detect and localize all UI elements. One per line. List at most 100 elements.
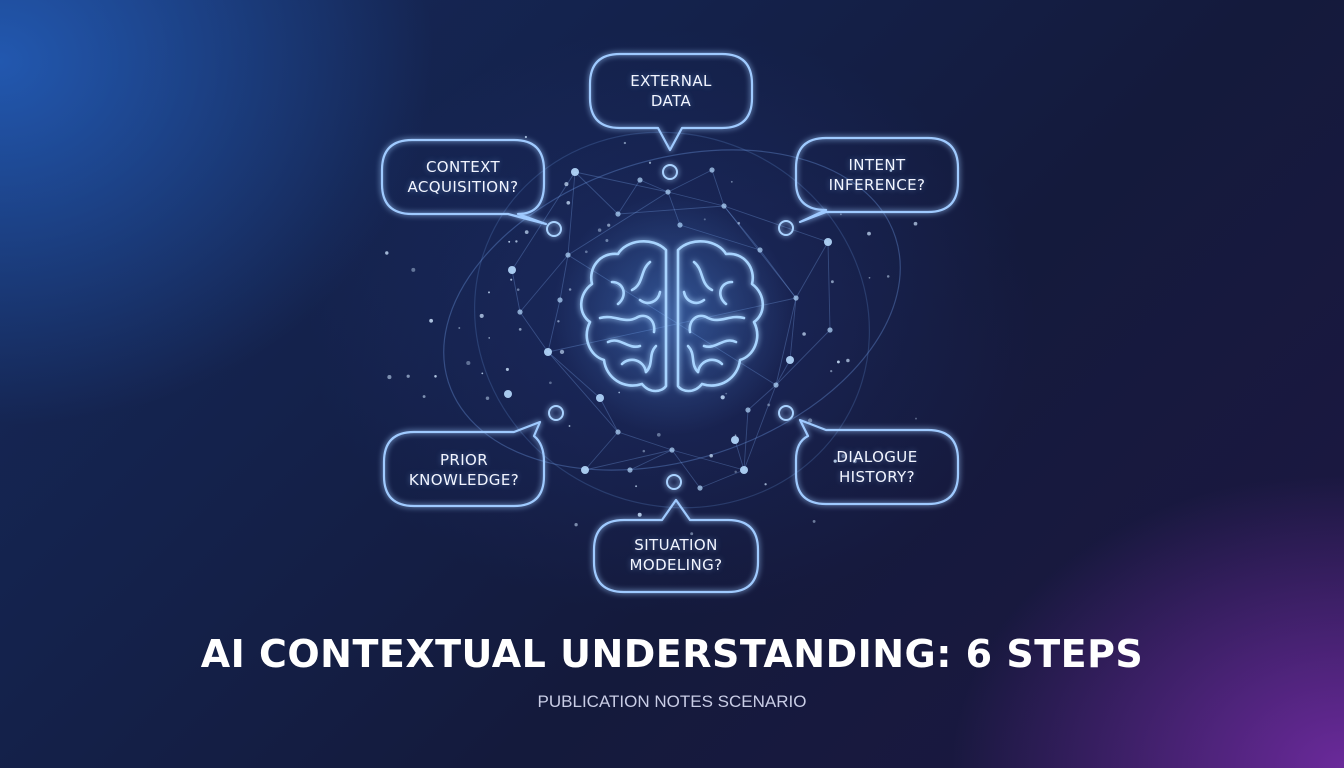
particle-dot — [807, 418, 813, 423]
particle-dot — [852, 459, 857, 464]
network-node — [773, 382, 779, 388]
network-link — [671, 449, 745, 471]
bubble-dialogue-history — [794, 418, 960, 506]
bubble-external-data — [588, 52, 754, 152]
network-link — [584, 431, 619, 471]
particle-dot — [434, 375, 437, 378]
particle-dot — [411, 267, 416, 272]
particle-dot — [734, 470, 737, 474]
particle-dot — [385, 251, 389, 255]
particle-dot — [516, 288, 520, 291]
network-node — [627, 467, 633, 473]
particle-dot — [505, 367, 509, 371]
particle-dot — [915, 417, 917, 420]
network-node — [544, 348, 552, 356]
particle-dot — [406, 374, 410, 378]
bubble-context-acquisition-line1: CONTEXT — [425, 158, 501, 176]
bubble-context-acquisition-label: CONTEXT ACQUISITION? — [383, 157, 543, 197]
particle-dot — [734, 434, 737, 437]
bubble-intent-inference-line1: INTENT — [848, 156, 906, 174]
particle-dot — [889, 169, 893, 172]
network-link — [827, 241, 831, 331]
network-node — [665, 189, 671, 195]
connector-rings — [546, 164, 794, 490]
network-link — [775, 329, 831, 386]
particle-dot — [642, 449, 646, 453]
bubble-situation-modeling-line1: SITUATION — [634, 536, 718, 554]
network-node — [581, 466, 589, 474]
network-link — [567, 171, 576, 256]
particle-dot — [709, 454, 713, 458]
particle-dot — [488, 291, 490, 294]
bubble-prior-knowledge-label: PRIOR KNOWLEDGE? — [384, 450, 544, 490]
page-subtitle: PUBLICATION NOTES SCENARIO — [537, 692, 807, 711]
network-link — [584, 449, 673, 471]
particle-dot — [812, 519, 816, 523]
bubble-dialogue-history-label: DIALOGUE HISTORY? — [797, 447, 957, 487]
particle-dot — [524, 135, 528, 139]
network-node — [697, 485, 703, 491]
particle-dot — [515, 240, 518, 243]
network-link — [747, 384, 777, 411]
network-link — [743, 409, 749, 471]
network-node — [827, 327, 833, 333]
particle-dot — [574, 523, 578, 527]
bubble-prior-knowledge — [382, 420, 546, 508]
network-link — [511, 171, 576, 271]
bubble-situation-modeling — [592, 498, 760, 594]
particle-dot — [488, 337, 491, 339]
network-node — [824, 238, 832, 246]
bubble-context-acquisition — [380, 138, 548, 226]
bubble-intent-inference-line2: INFERENCE? — [828, 176, 926, 194]
network-link — [775, 359, 791, 386]
network-link — [699, 469, 745, 489]
particle-dot — [564, 182, 569, 187]
page-title: AI CONTEXTUAL UNDERSTANDING: 6 STEPS — [200, 632, 1144, 676]
particle-dot — [833, 459, 837, 463]
network-node — [517, 309, 523, 315]
particle-dot — [524, 230, 529, 234]
network-node — [786, 356, 794, 364]
network-link — [795, 241, 829, 299]
network-node — [504, 390, 512, 398]
particle-dot — [841, 454, 846, 458]
bubble-dialogue-history-line2: HISTORY? — [839, 468, 915, 486]
orbit-rings — [443, 131, 901, 509]
particle-dot — [466, 360, 471, 366]
particle-dot — [868, 276, 871, 279]
network-link — [617, 431, 673, 451]
bubble-situation-modeling-line2: MODELING? — [629, 556, 723, 574]
network-link — [639, 179, 669, 193]
network-link — [667, 169, 713, 193]
network-link — [629, 449, 673, 471]
particle-dot — [867, 231, 871, 236]
bubble-intent-inference — [794, 136, 960, 224]
particle-dot — [485, 396, 490, 401]
network-node — [740, 466, 748, 474]
network-node — [571, 168, 579, 176]
bubble-prior-knowledge-line2: KNOWLEDGE? — [408, 471, 520, 489]
network-node — [709, 167, 715, 173]
particle-dot — [764, 483, 767, 486]
particle-dot — [830, 280, 834, 284]
particle-dot — [458, 327, 461, 329]
brain-icon — [552, 195, 792, 435]
network-node — [637, 177, 643, 183]
network-node — [731, 436, 739, 444]
particle-dot — [568, 425, 571, 427]
particle-dot — [767, 403, 771, 407]
network-node — [793, 295, 799, 301]
network-node — [615, 429, 621, 435]
particle-dot — [481, 372, 484, 375]
bubble-external-data-label: EXTERNAL DATA — [591, 71, 751, 111]
particle-dot — [802, 332, 806, 336]
particle-dot — [730, 180, 733, 183]
network-node — [669, 447, 675, 453]
network-link — [711, 169, 725, 207]
bubble-prior-knowledge-line1: PRIOR — [439, 451, 489, 469]
bubble-external-data-line1: EXTERNAL — [630, 72, 712, 90]
particle-dot — [846, 358, 850, 363]
particle-dot — [566, 200, 571, 205]
particle-dot — [429, 318, 433, 323]
